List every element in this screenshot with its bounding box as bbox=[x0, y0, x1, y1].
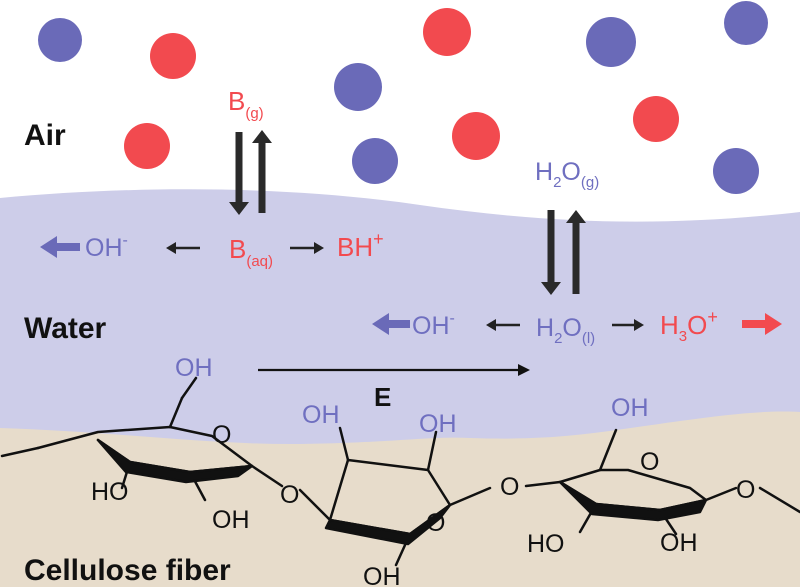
hydroxide-left-charge: - bbox=[123, 232, 128, 249]
blue-molecule bbox=[334, 63, 382, 111]
red-molecule bbox=[150, 33, 196, 79]
hydronium-arrow bbox=[742, 313, 782, 335]
oh-group: OH bbox=[611, 394, 649, 422]
red-molecule bbox=[452, 112, 500, 160]
gas-molecules bbox=[38, 1, 768, 194]
base-aq-symbol: B bbox=[229, 234, 246, 264]
conjugate-acid-label: BH+ bbox=[337, 229, 384, 262]
cellulose-atom-labels: OH OH OH OH O HO OH O O OH O O HO OH O bbox=[91, 354, 755, 587]
water-reaction-arrows bbox=[486, 319, 644, 331]
red-molecule bbox=[633, 96, 679, 142]
ring-oxygen: O bbox=[426, 509, 445, 537]
hydroxide-left-label: OH- bbox=[85, 232, 128, 262]
ho-group: HO bbox=[527, 530, 565, 558]
base-gas-symbol: B bbox=[228, 86, 245, 116]
cellulose-chain bbox=[0, 376, 800, 567]
blue-molecule bbox=[38, 18, 82, 62]
oh-group: OH bbox=[419, 410, 457, 438]
electric-field-label: E bbox=[374, 382, 391, 412]
hydroxide-right-arrow bbox=[372, 313, 410, 335]
water-label: Water bbox=[24, 312, 107, 345]
red-molecule bbox=[423, 8, 471, 56]
red-molecule bbox=[124, 123, 170, 169]
water-equilibrium-arrows bbox=[541, 210, 586, 295]
base-reaction-arrows bbox=[166, 242, 324, 254]
air-label: Air bbox=[24, 119, 66, 152]
oh-group: OH bbox=[660, 529, 698, 557]
conj-acid-charge: + bbox=[373, 229, 384, 249]
oh-group: OH bbox=[302, 401, 340, 429]
base-aq-phase: (aq) bbox=[246, 253, 273, 270]
water-gas-label: H2O(g) bbox=[535, 158, 599, 191]
blue-molecule bbox=[724, 1, 768, 45]
hydroxide-left-symbol: OH bbox=[85, 234, 123, 262]
hydroxide-right-label: OH- bbox=[412, 310, 455, 340]
oh-group: OH bbox=[175, 354, 213, 382]
ho-group: HO bbox=[91, 478, 129, 506]
blue-molecule bbox=[586, 17, 636, 67]
cellulose-layer bbox=[0, 411, 800, 587]
base-aqueous-label: B(aq) bbox=[229, 234, 273, 270]
hydronium-label: H3O+ bbox=[660, 307, 718, 345]
blue-molecule bbox=[352, 138, 398, 184]
terminal-oxygen: O bbox=[736, 476, 755, 504]
bridge-oxygen: O bbox=[500, 473, 519, 501]
cellulose-fiber-label: Cellulose fiber bbox=[24, 554, 231, 587]
base-equilibrium-arrows bbox=[229, 130, 272, 215]
base-gas-label: B(g) bbox=[228, 86, 264, 122]
oh-group: OH bbox=[363, 563, 401, 587]
water-liquid-label: H2O(l) bbox=[536, 314, 595, 347]
ring-oxygen: O bbox=[640, 448, 659, 476]
base-gas-phase: (g) bbox=[245, 105, 263, 122]
hydroxide-left-arrow bbox=[40, 236, 80, 258]
blue-molecule bbox=[713, 148, 759, 194]
electric-field-arrow bbox=[258, 364, 530, 376]
oh-group: OH bbox=[212, 506, 250, 534]
ring-oxygen: O bbox=[212, 421, 231, 449]
bridge-oxygen: O bbox=[280, 481, 299, 509]
conj-acid-symbol: BH bbox=[337, 232, 373, 262]
